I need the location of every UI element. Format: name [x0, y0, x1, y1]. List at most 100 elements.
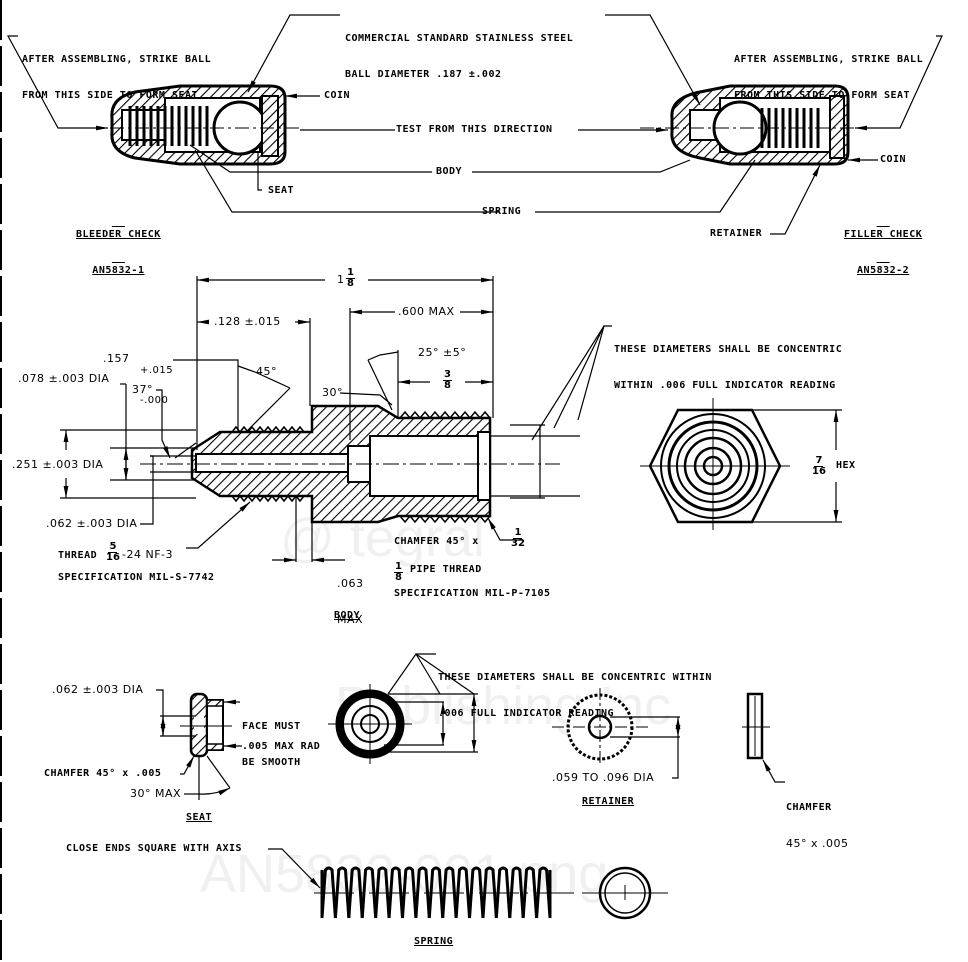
bleeder-part-number: AN5832-1 — [92, 265, 145, 276]
left-strike-note-line-1: AFTER ASSEMBLING, STRIKE BALL — [22, 54, 212, 65]
dim-063-max: .063 MAX — [337, 554, 364, 638]
angle-45: 45° — [256, 365, 277, 378]
seat-label: SEAT — [268, 185, 295, 196]
left-strike-note: AFTER ASSEMBLING, STRIKE BALL FROM THIS … — [22, 30, 211, 114]
retainer-label: RETAINER — [710, 228, 763, 239]
seat-title: SEAT — [186, 812, 213, 823]
fraction-denominator: 8 — [395, 572, 402, 583]
face-note-line-2: BE SMOOTH — [242, 757, 301, 768]
dim-063-max-label: MAX — [337, 613, 364, 626]
fraction-denominator: 32 — [511, 538, 525, 549]
seat-angle-note: 30° MAX — [130, 787, 182, 800]
seat-face-view — [328, 653, 478, 764]
angle-30: 30° — [322, 386, 343, 399]
ball-note: COMMERCIAL STANDARD STAINLESS STEEL BALL… — [345, 9, 573, 93]
specification-mil-s-7742: SPECIFICATION MIL-S-7742 — [58, 572, 215, 583]
dim-062-dia: .062 ±.003 DIA — [46, 517, 138, 530]
fraction-denominator: 16 — [812, 466, 826, 477]
right-strike-note-line-1: AFTER ASSEMBLING, STRIKE BALL — [734, 54, 924, 65]
max-rad-note: .005 MAX RAD — [242, 741, 321, 752]
chamfer-fraction: 1 32 — [511, 528, 525, 549]
spring-coil — [521, 866, 539, 919]
fraction-numerator: 7 — [814, 455, 824, 467]
dim-600-max: .600 MAX — [398, 305, 455, 318]
retainer-concentric-line-2: .006 FULL INDICATOR READING — [438, 708, 615, 719]
bleeder-check-title: BLEEDER CHECK AN5832-1 — [76, 205, 161, 289]
specification-mil-p-7105: SPECIFICATION MIL-P-7105 — [394, 588, 551, 599]
spring-coil — [360, 866, 378, 919]
filler-coin — [829, 95, 845, 159]
dim-063-value: .063 — [337, 577, 364, 590]
filler-check-assembly — [640, 84, 900, 166]
fraction-denominator: 8 — [347, 278, 354, 289]
spring-coil — [494, 866, 512, 919]
spring-coil — [400, 866, 418, 919]
face-must-be-smooth-note: FACE MUST BE SMOOTH — [242, 697, 301, 781]
retainer-concentric-note: THESE DIAMETERS SHALL BE CONCENTRIC WITH… — [438, 648, 712, 732]
retainer-face-view — [552, 688, 681, 779]
dim-157: .157 — [103, 352, 130, 365]
spring-coil — [320, 866, 337, 919]
filler-part-number: AN5832-2 — [857, 265, 910, 276]
seat-dim-062-dia: .062 ±.003 DIA — [52, 683, 144, 696]
pipe-thread-fraction: 1 8 — [394, 562, 403, 583]
assembly-leaders — [6, 14, 943, 235]
fraction-numerator: 1 — [346, 267, 355, 279]
seat-chamfer-note: CHAMFER 45° x .005 — [44, 768, 162, 779]
body-concentric-note: THESE DIAMETERS SHALL BE CONCENTRIC WITH… — [614, 320, 842, 404]
concentric-note-line-1: THESE DIAMETERS SHALL BE CONCENTRIC — [614, 344, 843, 355]
spring-coils — [320, 866, 552, 919]
body-dimension-lines — [60, 276, 612, 563]
spring-coil — [414, 866, 431, 919]
tolerance-plus: +.015 — [140, 365, 174, 376]
coin-label-left: COIN — [324, 90, 351, 101]
dim-078-dia: .078 ±.003 DIA — [18, 372, 110, 385]
dim-three-eighths: 3 8 — [443, 370, 452, 391]
fraction-numerator: 5 — [108, 541, 118, 553]
spring-coil — [347, 866, 364, 919]
face-note-line-1: FACE MUST — [242, 721, 301, 732]
spring-coil — [535, 866, 552, 919]
fraction-numerator: 1 — [513, 527, 523, 539]
body-title: BODY — [334, 610, 361, 621]
spring-coil — [441, 866, 458, 919]
spring-close-ends-note: CLOSE ENDS SQUARE WITH AXIS — [66, 843, 243, 854]
spring-coil — [508, 866, 525, 919]
pipe-thread-label: PIPE THREAD — [410, 564, 482, 575]
tolerance-minus: -.000 — [140, 395, 169, 406]
filler-check-title: FILLER CHECK AN5832-2 — [844, 205, 922, 289]
spring-label: SPRING — [482, 206, 522, 217]
spring-coil — [468, 866, 485, 919]
bleeder-check-assembly — [60, 84, 300, 166]
chamfer-label: CHAMFER 45° x — [394, 536, 479, 547]
spring-coil — [427, 866, 445, 919]
overall-length-whole: 1 — [337, 273, 345, 286]
ball-note-line-1: COMMERCIAL STANDARD STAINLESS STEEL — [345, 33, 574, 44]
body-section-view — [140, 404, 560, 524]
angle-37: 37° — [132, 383, 153, 396]
test-direction-label: TEST FROM THIS DIRECTION — [396, 124, 553, 135]
retainer-title: RETAINER — [582, 796, 635, 807]
bleeder-coin — [261, 95, 279, 157]
spring-coil — [333, 866, 351, 919]
thread-label: THREAD — [58, 550, 98, 561]
spring-coil — [374, 866, 391, 919]
angle-25: 25° ±5° — [418, 346, 467, 359]
retainer-chamfer-line-1: CHAMFER — [786, 802, 832, 813]
thread-spec: -24 NF-3 — [122, 548, 173, 561]
ball-note-line-2: BALL DIAMETER .187 ±.002 — [345, 69, 502, 80]
seat-view — [156, 689, 242, 800]
hex-end-view — [640, 398, 842, 530]
dim-128: .128 ±.015 — [214, 315, 281, 328]
hex-fraction: 7 16 — [812, 456, 826, 477]
coin-label-right: COIN — [880, 154, 907, 165]
hex-label: HEX — [836, 460, 856, 472]
fraction-denominator: 8 — [444, 380, 451, 391]
dim-157-tolerance: +.015 -.000 — [140, 346, 173, 416]
left-strike-note-line-2: FROM THIS SIDE TO FORM SEAT — [22, 90, 199, 101]
retainer-chamfer-note: CHAMFER 45° x .005 — [786, 778, 849, 862]
right-strike-note: AFTER ASSEMBLING, STRIKE BALL FROM THIS … — [734, 30, 923, 114]
body-label: BODY — [436, 166, 463, 177]
spring-coil — [387, 866, 404, 919]
